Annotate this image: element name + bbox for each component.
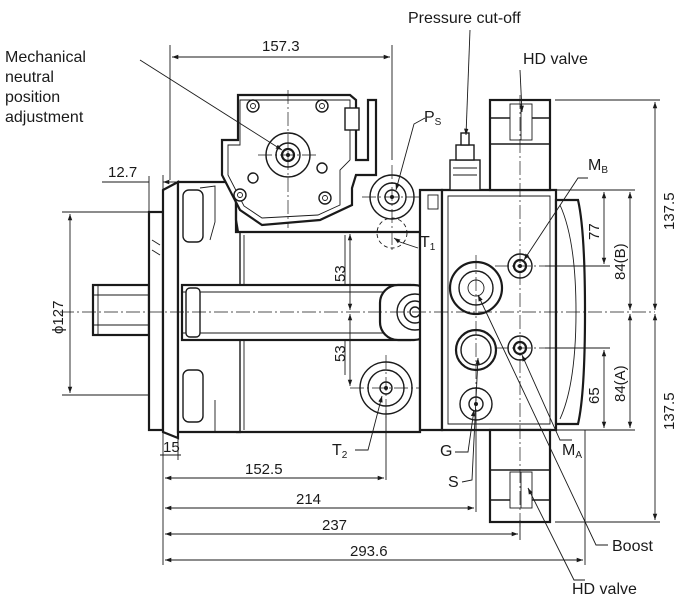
dim-53-upper: 53 [332, 265, 349, 282]
drive-shaft [91, 283, 151, 337]
label-pressure-cutoff: Pressure cut-off [408, 10, 521, 27]
neutral-adjustment-block [220, 93, 378, 227]
label-t1: T1 [420, 234, 436, 253]
rear-control-block [418, 188, 587, 432]
label-mb: MB [588, 157, 608, 176]
servo-cylinder [180, 283, 412, 342]
label-mechanical-line3: position [5, 89, 60, 106]
label-ma: MA [562, 442, 582, 461]
dim-phi-127: ϕ127 [50, 301, 67, 334]
dim-214: 214 [296, 491, 321, 508]
label-boost: Boost [612, 538, 653, 555]
dim-293-6: 293.6 [350, 543, 388, 560]
dimension-texts: 157.3 12.7 ϕ127 53 53 15 152.5 214 237 2… [50, 38, 678, 560]
label-mechanical-line2: neutral [5, 69, 54, 86]
label-ps: PS [424, 109, 442, 128]
center-lines [60, 90, 655, 530]
dim-84b: 84(B) [612, 243, 629, 280]
dim-15: 15 [163, 439, 180, 456]
dim-152-5: 152.5 [245, 461, 283, 478]
dim-77: 77 [586, 223, 603, 240]
label-t2: T2 [332, 442, 348, 461]
dim-65: 65 [586, 387, 603, 404]
label-mechanical-line4: adjustment [5, 109, 84, 126]
pressure-cutoff-valve [449, 132, 481, 191]
label-s: S [448, 474, 459, 491]
label-hd-valve-top: HD valve [523, 51, 588, 68]
dim-157-3: 157.3 [262, 38, 300, 55]
label-hd-valve-bottom: HD valve [572, 581, 637, 598]
block-bolts [233, 99, 332, 205]
leader-lines [139, 29, 608, 581]
callout-labels: Pressure cut-off HD valve Mechanical neu… [5, 10, 653, 598]
dim-53-lower: 53 [332, 345, 349, 362]
dimension-lines [62, 45, 660, 565]
dim-12-7: 12.7 [108, 164, 137, 181]
mounting-flange [147, 180, 180, 440]
label-mechanical-line1: Mechanical [5, 49, 86, 66]
dim-137-5-bottom: 137.5 [661, 392, 678, 430]
dim-237: 237 [322, 517, 347, 534]
dim-84a: 84(A) [612, 365, 629, 402]
label-g: G [440, 443, 452, 460]
dim-137-5-top: 137.5 [661, 192, 678, 230]
